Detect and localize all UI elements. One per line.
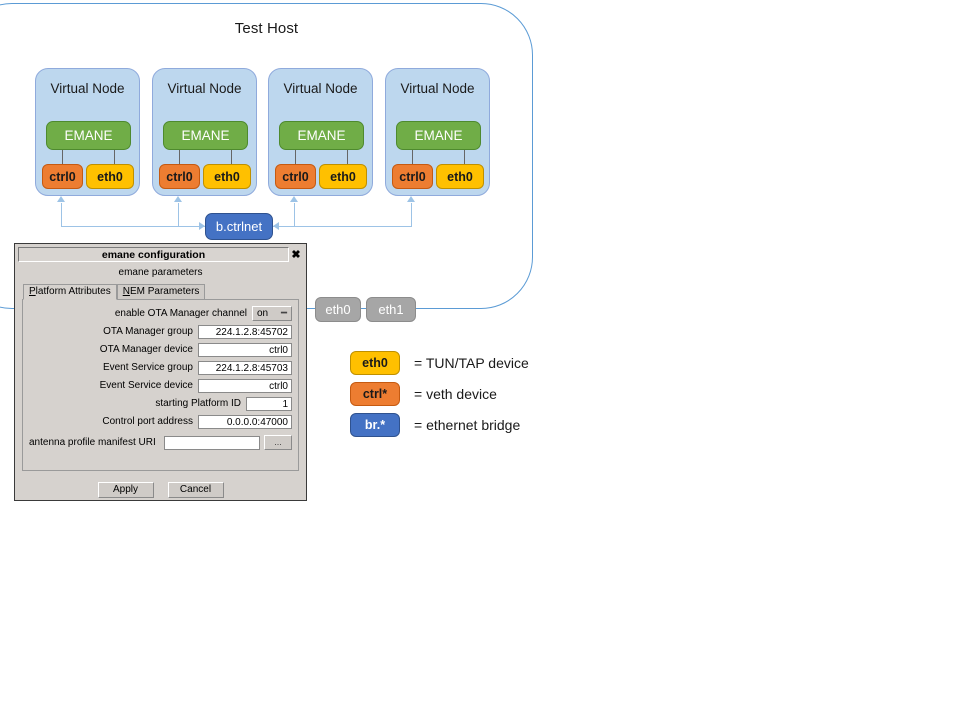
- connector-node1-horizontal: [61, 226, 205, 228]
- tab-platform-attributes[interactable]: Platform Attributes: [23, 284, 117, 300]
- legend-text-bridge: = ethernet bridge: [414, 417, 521, 433]
- emane-eth-link: [114, 150, 116, 167]
- input-event-service-group[interactable]: 224.1.2.8:45703: [198, 360, 292, 375]
- dialog-subtitle: emane parameters: [118, 267, 203, 278]
- emane-eth-link: [231, 150, 233, 167]
- emane-configuration-dialog[interactable]: emane configuration ✖ emane parameters P…: [14, 243, 307, 501]
- host-eth0-iface[interactable]: eth0: [315, 297, 361, 322]
- input-antenna-profile-manifest-uri[interactable]: [164, 435, 260, 450]
- virtual-node-4[interactable]: Virtual Node EMANE ctrl0 eth0: [385, 68, 490, 196]
- node-ctrl0-iface[interactable]: ctrl0: [275, 164, 316, 189]
- label-ota-manager-device: OTA Manager device: [99, 344, 193, 355]
- legend-text-veth: = veth device: [414, 386, 497, 402]
- form-row-control-port-address: Control port address 0.0.0.0:47000: [29, 414, 292, 429]
- connector-node4-vertical: [411, 203, 413, 227]
- node-ctrl0-iface[interactable]: ctrl0: [42, 164, 83, 189]
- label-antenna-profile-manifest-uri: antenna profile manifest URI: [29, 437, 156, 448]
- tab-label-rest: EM Parameters: [129, 286, 200, 297]
- connector-node4-horizontal: [273, 226, 412, 228]
- legend-chip-br: br.*: [350, 413, 400, 437]
- input-event-service-device[interactable]: ctrl0: [198, 378, 292, 393]
- node-eth0-iface[interactable]: eth0: [203, 164, 251, 189]
- tab-label-rest: latform Attributes: [35, 286, 111, 297]
- legend-chip-ctrl: ctrl*: [350, 382, 400, 406]
- emane-ctrl-link: [179, 150, 181, 167]
- tab-mnemonic: N: [122, 286, 130, 297]
- browse-button[interactable]: ...: [264, 435, 292, 450]
- legend-row-bridge: br.* = ethernet bridge: [350, 413, 520, 437]
- dialog-tab-panel: enable OTA Manager channel on ━ OTA Mana…: [22, 299, 299, 471]
- connector-node3-vertical: [294, 203, 296, 227]
- legend-text-tuntap: = TUN/TAP device: [414, 355, 529, 371]
- label-ota-manager-group: OTA Manager group: [103, 326, 193, 337]
- virtual-node-1[interactable]: Virtual Node EMANE ctrl0 eth0: [35, 68, 140, 196]
- emane-ctrl-link: [295, 150, 297, 167]
- connector-node2-horizontal: [178, 226, 205, 228]
- test-host-title: Test Host: [234, 20, 299, 37]
- dialog-title: emane configuration: [18, 247, 289, 262]
- label-starting-platform-id: starting Platform ID: [155, 398, 241, 409]
- emane-eth-link: [464, 150, 466, 167]
- bridge-b-ctrlnet[interactable]: b.ctrlnet: [205, 213, 273, 240]
- emane-box[interactable]: EMANE: [396, 121, 481, 150]
- close-icon[interactable]: ✖: [291, 248, 301, 261]
- emane-eth-link: [347, 150, 349, 167]
- legend-row-tuntap: eth0 = TUN/TAP device: [350, 351, 529, 375]
- connector-node2-vertical: [178, 203, 180, 227]
- node-ctrl0-iface[interactable]: ctrl0: [392, 164, 433, 189]
- form-row-event-service-device: Event Service device ctrl0: [29, 378, 292, 393]
- emane-ctrl-link: [412, 150, 414, 167]
- connector-node2-arrowhead: [174, 196, 182, 202]
- virtual-node-2[interactable]: Virtual Node EMANE ctrl0 eth0: [152, 68, 257, 196]
- dialog-tabstrip: Platform Attributes NEM Parameters: [23, 284, 306, 300]
- form-row-ota-manager-device: OTA Manager device ctrl0: [29, 342, 292, 357]
- cancel-button[interactable]: Cancel: [167, 482, 224, 498]
- form-row-ota-manager-channel: enable OTA Manager channel on ━: [29, 306, 292, 321]
- emane-ctrl-link: [62, 150, 64, 167]
- bridge-right-arrowhead: [273, 222, 279, 230]
- label-control-port-address: Control port address: [102, 416, 193, 427]
- input-ota-manager-device[interactable]: ctrl0: [198, 342, 292, 357]
- label-enable-ota-manager-channel: enable OTA Manager channel: [114, 308, 247, 319]
- legend-row-veth: ctrl* = veth device: [350, 382, 497, 406]
- dialog-button-bar: Apply Cancel: [15, 482, 306, 498]
- tab-mnemonic: P: [29, 286, 36, 297]
- virtual-node-3[interactable]: Virtual Node EMANE ctrl0 eth0: [268, 68, 373, 196]
- label-event-service-group: Event Service group: [102, 362, 193, 373]
- dialog-titlebar[interactable]: emane configuration ✖: [18, 247, 303, 262]
- virtual-node-title: Virtual Node: [50, 81, 125, 96]
- input-control-port-address[interactable]: 0.0.0.0:47000: [198, 414, 292, 429]
- option-menu-value: on: [257, 308, 269, 319]
- node-ctrl0-iface[interactable]: ctrl0: [159, 164, 200, 189]
- input-ota-manager-group[interactable]: 224.1.2.8:45702: [198, 324, 292, 339]
- form-row-event-service-group: Event Service group 224.1.2.8:45703: [29, 360, 292, 375]
- emane-box[interactable]: EMANE: [163, 121, 248, 150]
- node-eth0-iface[interactable]: eth0: [319, 164, 367, 189]
- apply-button[interactable]: Apply: [97, 482, 154, 498]
- form-row-antenna-profile-manifest-uri: antenna profile manifest URI ...: [29, 435, 292, 450]
- form-row-ota-manager-group: OTA Manager group 224.1.2.8:45702: [29, 324, 292, 339]
- connector-node4-arrowhead: [407, 196, 415, 202]
- chevron-down-icon: ━: [280, 308, 287, 319]
- input-starting-platform-id[interactable]: 1: [246, 396, 292, 411]
- connector-node3-arrowhead: [290, 196, 298, 202]
- host-eth1-iface[interactable]: eth1: [366, 297, 416, 322]
- virtual-node-title: Virtual Node: [167, 81, 242, 96]
- connector-node1-vertical: [61, 203, 63, 227]
- bridge-left-arrowhead: [199, 222, 205, 230]
- antenna-uri-controls: ...: [164, 435, 292, 450]
- tab-nem-parameters[interactable]: NEM Parameters: [116, 284, 206, 299]
- option-menu-ota-manager-channel[interactable]: on ━: [252, 306, 292, 321]
- node-eth0-iface[interactable]: eth0: [86, 164, 134, 189]
- form-row-starting-platform-id: starting Platform ID 1: [29, 396, 292, 411]
- label-event-service-device: Event Service device: [99, 380, 193, 391]
- connector-node1-arrowhead: [57, 196, 65, 202]
- virtual-node-title: Virtual Node: [283, 81, 358, 96]
- emane-box[interactable]: EMANE: [279, 121, 364, 150]
- legend-chip-eth0: eth0: [350, 351, 400, 375]
- node-eth0-iface[interactable]: eth0: [436, 164, 484, 189]
- virtual-node-title: Virtual Node: [400, 81, 475, 96]
- emane-box[interactable]: EMANE: [46, 121, 131, 150]
